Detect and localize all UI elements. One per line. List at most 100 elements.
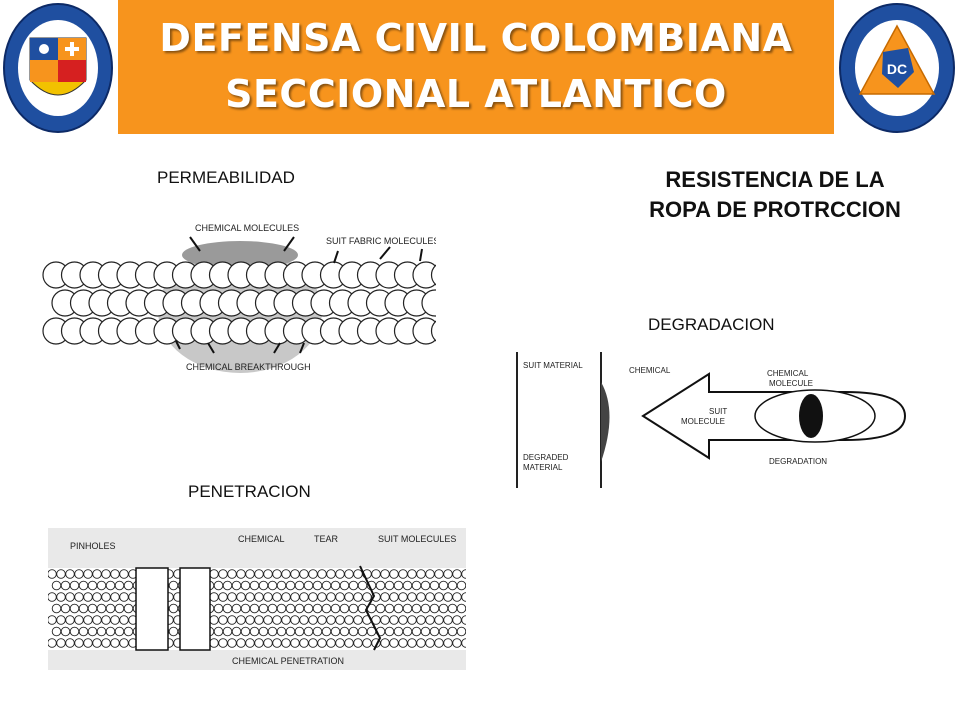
suit-molecule: [56, 615, 66, 625]
suit-molecule: [105, 603, 116, 614]
suit-molecule: [416, 638, 426, 648]
defensa-civil-seal-icon: [3, 3, 113, 133]
suit-molecule: [240, 580, 251, 591]
suit-molecule: [389, 638, 399, 648]
suit-molecule: [380, 638, 390, 648]
suit-molecule: [254, 592, 264, 602]
suit-molecule: [375, 580, 386, 591]
suit-molecule: [281, 569, 291, 579]
suit-molecule: [222, 580, 233, 591]
suit-molecule: [303, 580, 314, 591]
suit-molecule: [420, 626, 431, 637]
suit-molecule: [56, 638, 66, 648]
right-logo: DC: [838, 2, 956, 134]
suit-molecule: [276, 580, 287, 591]
suit-molecule: [321, 580, 332, 591]
suit-molecule: [312, 580, 323, 591]
suit-molecule: [123, 603, 134, 614]
suit-molecule: [312, 626, 323, 637]
suit-molecule: [218, 615, 228, 625]
suit-molecule: [434, 592, 444, 602]
suit-molecule: [290, 638, 300, 648]
suit-molecule: [114, 603, 125, 614]
suit-molecule: [245, 638, 255, 648]
suit-molecule: [240, 626, 251, 637]
suit-molecule: [281, 615, 291, 625]
label-chemical: CHEMICAL: [629, 366, 671, 375]
suit-molecule: [429, 580, 440, 591]
label-chemical-penetration: CHEMICAL PENETRATION: [232, 656, 344, 666]
suit-molecule: [213, 580, 224, 591]
suit-molecule: [416, 592, 426, 602]
suit-molecule: [276, 603, 287, 614]
suit-molecule: [51, 603, 62, 614]
label-suit-molecule-1: SUIT: [709, 407, 727, 416]
suit-molecule: [407, 638, 417, 648]
suit-molecule: [348, 580, 359, 591]
suit-molecule: [263, 638, 273, 648]
suit-molecule: [398, 638, 408, 648]
suit-molecule: [51, 626, 62, 637]
suit-molecule: [267, 626, 278, 637]
suit-molecule: [452, 569, 462, 579]
suit-molecule: [402, 626, 413, 637]
suit-molecule: [353, 638, 363, 648]
suit-molecule: [294, 580, 305, 591]
suit-molecule: [92, 592, 102, 602]
suit-molecule: [92, 638, 102, 648]
suit-molecule: [294, 626, 305, 637]
suit-molecule: [110, 592, 120, 602]
label-chemical-pen: CHEMICAL: [238, 534, 285, 544]
suit-molecule: [393, 603, 404, 614]
suit-molecule: [317, 569, 327, 579]
suit-molecule: [407, 615, 417, 625]
suit-molecule: [308, 592, 318, 602]
suit-molecule: [285, 626, 296, 637]
suit-molecule: [209, 592, 219, 602]
suit-molecule: [326, 592, 336, 602]
suit-molecule: [123, 580, 134, 591]
suit-molecule: [425, 638, 435, 648]
suit-molecule: [236, 615, 246, 625]
suit-molecule: [83, 638, 93, 648]
suit-molecule: [299, 569, 309, 579]
suit-molecule: [362, 638, 372, 648]
suit-molecule: [348, 603, 359, 614]
suit-molecule: [218, 592, 228, 602]
suit-molecule: [434, 615, 444, 625]
suit-molecule: [380, 569, 390, 579]
suit-molecule: [101, 638, 111, 648]
suit-molecule: [281, 592, 291, 602]
logo-center-text: DC: [887, 61, 907, 77]
suit-molecule: [74, 569, 84, 579]
suit-molecule: [119, 615, 129, 625]
suit-molecule: [290, 569, 300, 579]
suit-molecule: [447, 603, 458, 614]
suit-molecule: [362, 592, 372, 602]
suit-molecule: [254, 615, 264, 625]
label-degraded-1: DEGRADED: [523, 453, 569, 462]
suit-molecule: [384, 580, 395, 591]
suit-molecule: [452, 638, 462, 648]
suit-molecule: [65, 569, 75, 579]
suit-molecule: [69, 626, 80, 637]
suit-molecule: [168, 603, 179, 614]
suit-molecule: [258, 580, 269, 591]
suit-molecule: [60, 580, 71, 591]
suit-molecule: [290, 592, 300, 602]
suit-molecule: [231, 626, 242, 637]
suit-molecule: [227, 592, 237, 602]
suit-molecule: [105, 626, 116, 637]
suit-molecule: [308, 638, 318, 648]
suit-molecule: [407, 592, 417, 602]
suit-molecule: [101, 615, 111, 625]
suit-molecule: [438, 603, 449, 614]
suit-molecule: [416, 569, 426, 579]
suit-molecule: [74, 638, 84, 648]
suit-molecule: [114, 626, 125, 637]
suit-molecule: [353, 569, 363, 579]
suit-molecule: [452, 592, 462, 602]
suit-molecule: [335, 615, 345, 625]
suit-molecule: [393, 580, 404, 591]
suit-molecule: [78, 626, 89, 637]
